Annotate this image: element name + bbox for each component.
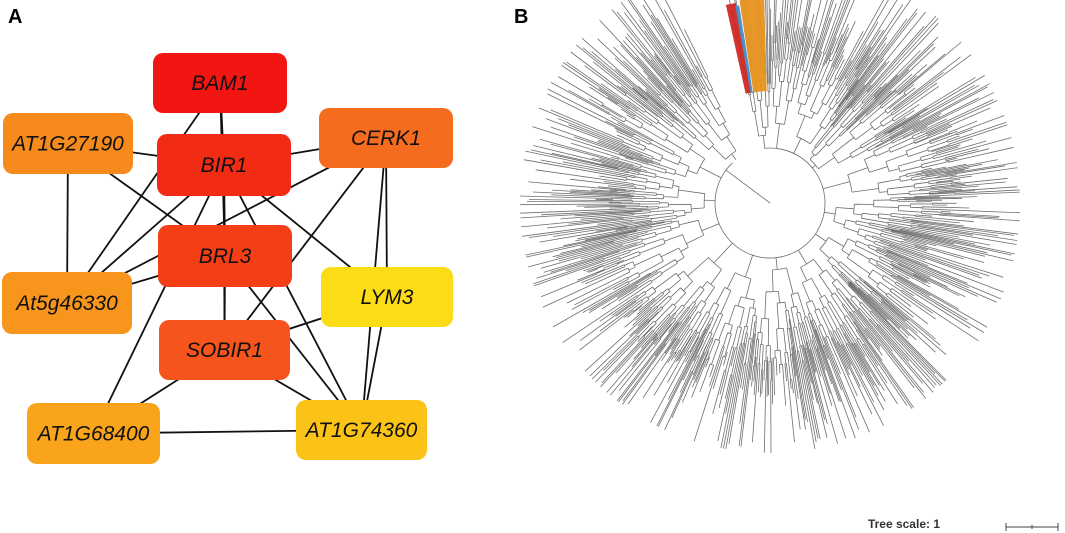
node-box-BRL3	[158, 225, 292, 287]
node-box-LYM3	[321, 267, 453, 327]
node-LYM3[interactable]: LYM3	[321, 267, 453, 327]
node-box-At5g46330	[2, 272, 132, 334]
node-box-AT1G68400	[27, 403, 160, 464]
node-SOBIR1[interactable]: SOBIR1	[159, 320, 290, 380]
edge-BIR1-AT1G68400	[92, 164, 225, 434]
tree-scale-label: Tree scale: 1	[867, 517, 940, 531]
node-label-AT1G74360: AT1G74360	[304, 419, 418, 442]
node-box-SOBIR1	[159, 320, 290, 380]
node-BIR1[interactable]: BIR1	[157, 134, 291, 196]
edge-CERK1-SOBIR1	[223, 137, 387, 351]
tree-branch-path	[519, 0, 1020, 454]
node-box-CERK1	[319, 108, 453, 168]
node-AT1G27190[interactable]: AT1G27190	[3, 113, 133, 174]
node-At5g46330[interactable]: At5g46330	[2, 272, 132, 334]
tree-branches	[519, 0, 1020, 454]
node-AT1G74360[interactable]: AT1G74360	[296, 400, 427, 460]
node-BRL3[interactable]: BRL3	[158, 225, 292, 287]
tree-highlight-clade-0	[739, 0, 767, 93]
node-label-BIR1: BIR1	[201, 154, 248, 177]
node-label-AT1G68400: AT1G68400	[36, 423, 150, 446]
tree-scale-bar	[1005, 523, 1059, 531]
node-label-BAM1: BAM1	[191, 72, 248, 95]
node-label-SOBIR1: SOBIR1	[186, 339, 263, 362]
node-label-LYM3: LYM3	[361, 286, 414, 309]
node-label-BRL3: BRL3	[199, 245, 252, 268]
edge-BIR1-AT1G74360	[223, 164, 363, 431]
node-BAM1[interactable]: BAM1	[153, 53, 287, 113]
tree-highlight-clade-1	[725, 2, 752, 94]
phylogenetic-tree	[519, 0, 1020, 454]
panel-label-a: A	[8, 6, 23, 28]
panel-label-b: B	[514, 6, 529, 28]
edge-BAM1-At5g46330	[66, 82, 221, 304]
node-CERK1[interactable]: CERK1	[319, 108, 453, 168]
node-label-AT1G27190: AT1G27190	[10, 133, 124, 156]
node-label-CERK1: CERK1	[351, 127, 421, 150]
node-label-At5g46330: At5g46330	[14, 292, 118, 315]
node-box-BAM1	[153, 53, 287, 113]
tree-highlight-clade-2	[735, 5, 753, 93]
node-box-AT1G27190	[3, 113, 133, 174]
node-box-AT1G74360	[296, 400, 427, 460]
node-box-BIR1	[157, 134, 291, 196]
node-AT1G68400[interactable]: AT1G68400	[27, 403, 160, 464]
